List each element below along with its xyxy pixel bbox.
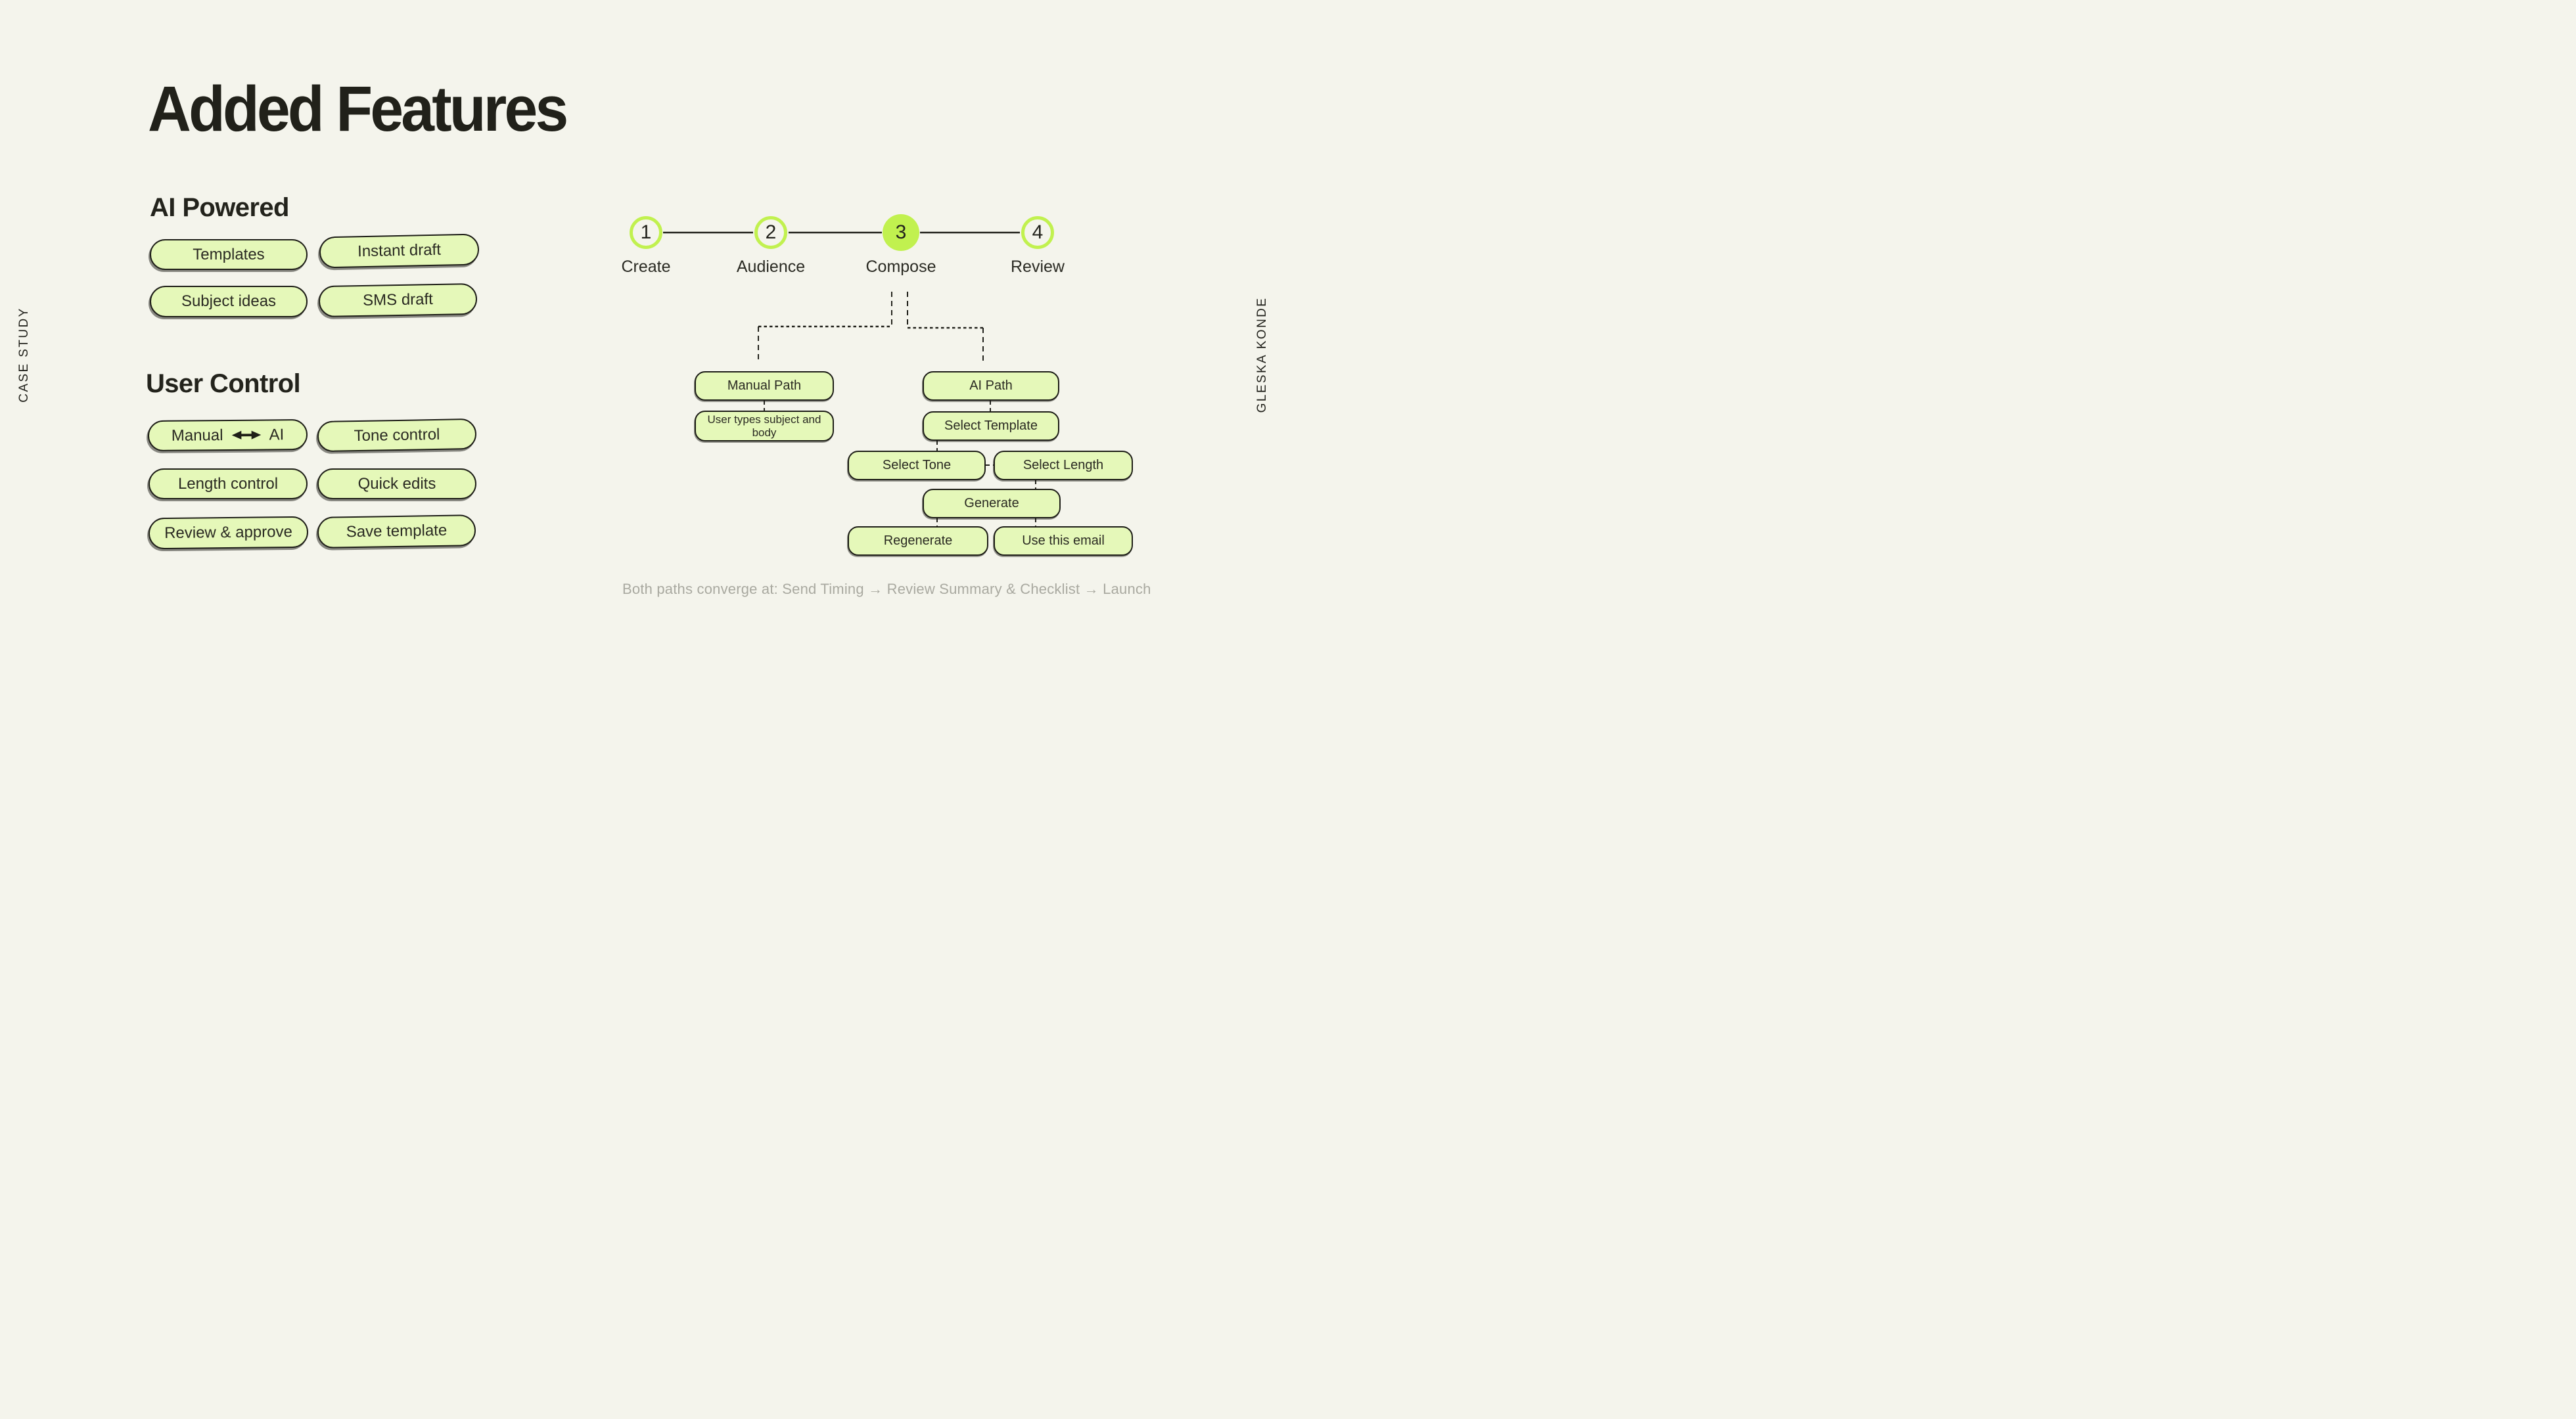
author-side-label: GLESKA KONDE xyxy=(1255,296,1269,413)
converge-footnote: Both paths converge at: Send Timing → Re… xyxy=(622,581,1151,597)
pill-length-control[interactable]: Length control xyxy=(149,468,308,499)
step-2-label: Audience xyxy=(736,258,806,276)
flow-box-manual-path[interactable]: Manual Path xyxy=(695,371,834,401)
step-4-number: 4 xyxy=(1032,221,1044,243)
flow-box-select-tone[interactable]: Select Tone xyxy=(848,451,986,480)
pill-subject-ideas[interactable]: Subject ideas xyxy=(150,286,308,317)
slide-canvas: CASE STUDY GLESKA KONDE Added Features A… xyxy=(0,0,1288,710)
step-4-label: Review xyxy=(1011,258,1065,276)
step-1-circle[interactable]: 1 xyxy=(630,216,662,249)
flow-box-use-this-email[interactable]: Use this email xyxy=(994,526,1133,556)
flow-box-select-length[interactable]: Select Length xyxy=(994,451,1133,480)
step-2-circle[interactable]: 2 xyxy=(754,216,787,249)
bidirectional-arrow-icon xyxy=(231,430,261,439)
step-3-number: 3 xyxy=(895,221,907,243)
flow-box-ai-path[interactable]: AI Path xyxy=(923,371,1059,401)
step-4-circle[interactable]: 4 xyxy=(1021,216,1054,249)
flow-box-regenerate[interactable]: Regenerate xyxy=(848,526,988,556)
pill-templates[interactable]: Templates xyxy=(150,239,308,270)
pill-manual-ai-toggle[interactable]: Manual AI xyxy=(147,418,308,452)
step-2-number: 2 xyxy=(765,221,777,243)
pill-save-template[interactable]: Save template xyxy=(317,514,476,549)
pill-quick-edits[interactable]: Quick edits xyxy=(317,468,476,499)
step-3-circle-active[interactable]: 3 xyxy=(883,214,919,251)
page-title: Added Features xyxy=(148,73,568,145)
pill-sms-draft[interactable]: SMS draft xyxy=(318,282,478,318)
pill-tone-control[interactable]: Tone control xyxy=(317,418,477,453)
pill-instant-draft[interactable]: Instant draft xyxy=(319,233,480,269)
flow-box-generate[interactable]: Generate xyxy=(923,489,1061,518)
flow-box-user-types-subject-body[interactable]: User types subject and body xyxy=(695,411,834,441)
flow-box-select-template[interactable]: Select Template xyxy=(923,411,1059,441)
manual-label: Manual xyxy=(171,426,223,445)
user-control-heading: User Control xyxy=(146,369,301,398)
pill-review-approve[interactable]: Review & approve xyxy=(148,516,309,550)
step-1-number: 1 xyxy=(640,221,652,243)
case-study-side-label: CASE STUDY xyxy=(17,307,31,403)
ai-powered-heading: AI Powered xyxy=(150,193,289,222)
step-3-label: Compose xyxy=(865,258,936,276)
step-1-label: Create xyxy=(621,258,671,276)
ai-label: AI xyxy=(269,425,285,443)
